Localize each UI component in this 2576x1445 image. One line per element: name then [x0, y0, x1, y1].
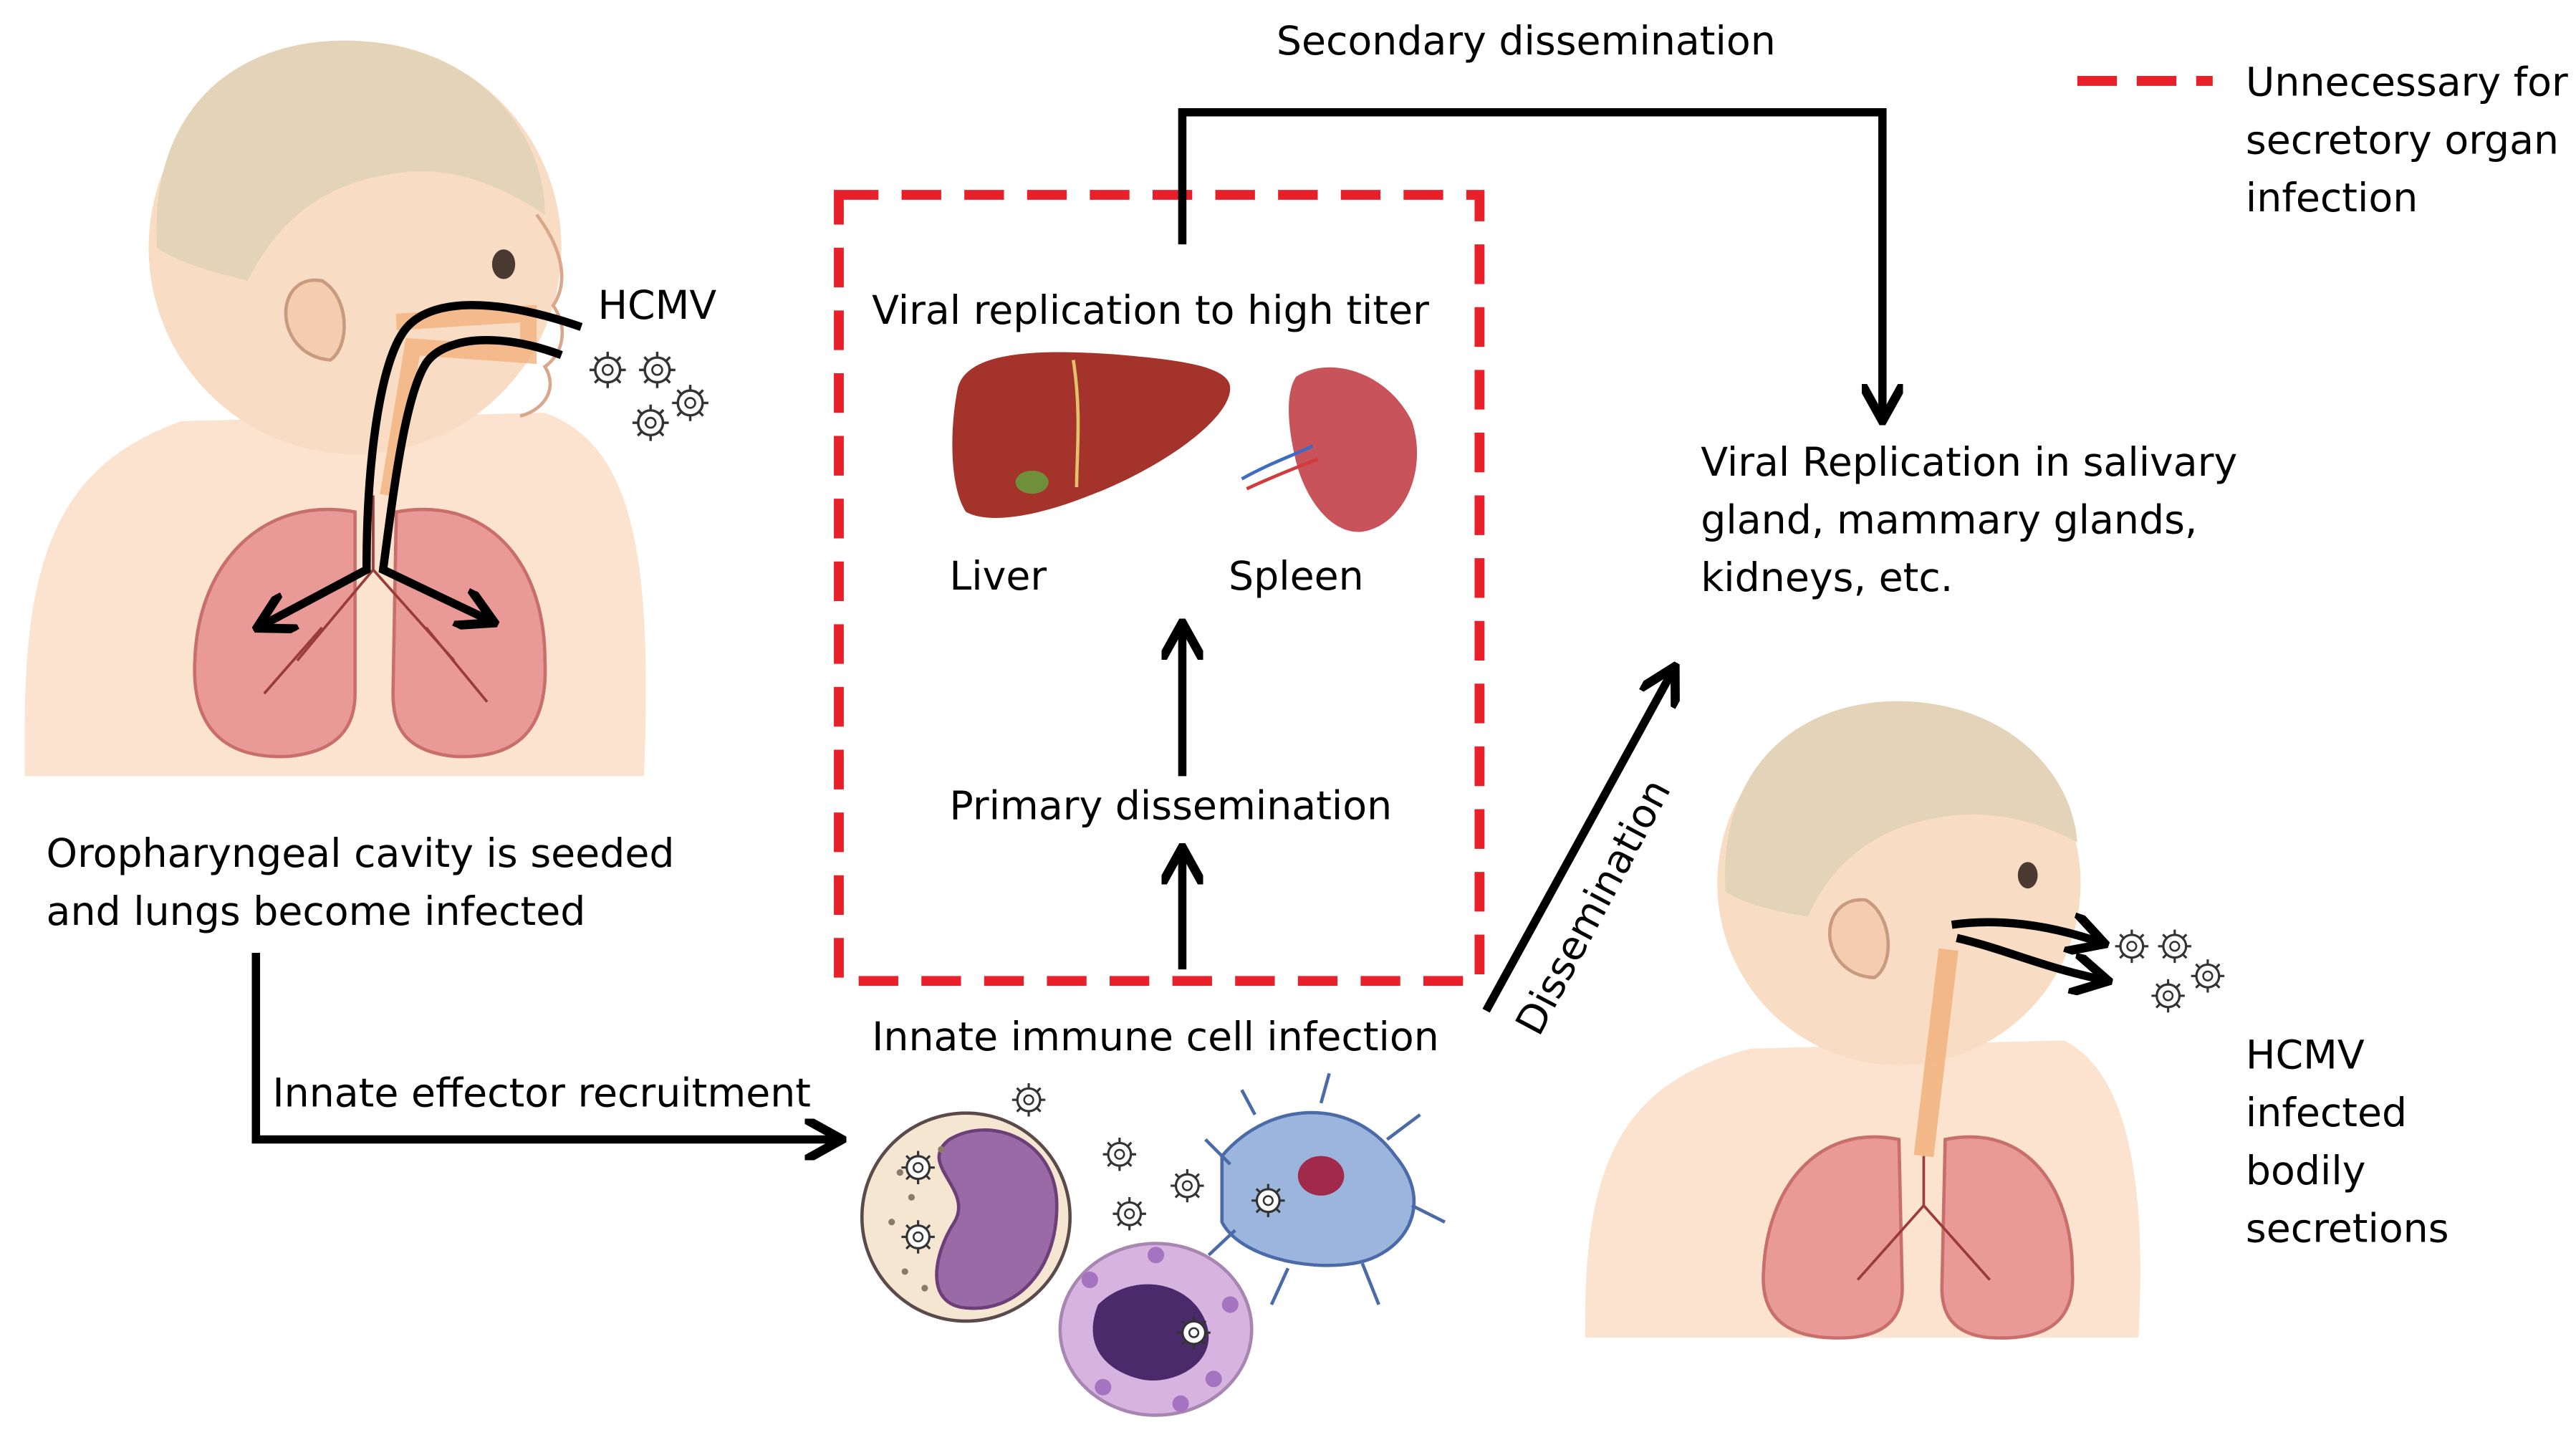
- dendritic-cell: [1204, 1072, 1446, 1305]
- dissemination-arrow: [1482, 673, 1671, 1013]
- spleen-label: Spleen: [1228, 553, 1364, 600]
- liver-label: Liver: [949, 553, 1047, 600]
- secondary-dissemination-label: Secondary dissemination: [1276, 18, 1776, 64]
- infant1-lung-right: [391, 507, 547, 759]
- virion: [2156, 928, 2193, 964]
- secretion-arrow-upper: [1951, 922, 2097, 941]
- hcmv-entry-arrow-lower: [378, 335, 563, 620]
- virion: [2114, 928, 2150, 964]
- secretions-line-4: secretions: [2245, 1205, 2449, 1252]
- legend-line-3: infection: [2245, 175, 2418, 221]
- virion: [1111, 1196, 1148, 1232]
- innate-effector-recruitment-label: Innate effector recruitment: [272, 1070, 812, 1117]
- infant1-airway: [380, 304, 537, 497]
- virion: [1102, 1136, 1138, 1173]
- virion: [588, 350, 628, 390]
- innate-effector-recruitment-arrow: [251, 953, 834, 1139]
- secretory-line-1: Viral Replication in salivary: [1701, 439, 2238, 486]
- infant2-lung-right: [1940, 1135, 2075, 1340]
- infant2-lung-left: [1762, 1135, 1904, 1340]
- infant1-face-profile: [519, 213, 564, 418]
- virion: [2150, 978, 2186, 1014]
- secretory-organ-replication-text: Viral Replication in salivary gland, mam…: [1701, 434, 2237, 608]
- secretion-arrow-lower: [1956, 933, 2101, 979]
- oropharyngeal-text: Oropharyngeal cavity is seeded and lungs…: [47, 826, 675, 941]
- neutrophil-cell: [1058, 1242, 1254, 1417]
- infant2-trachea: [1913, 948, 1959, 1158]
- secondary-dissemination-arrow: [1178, 107, 1882, 413]
- infant-illustration-bottom-right: [1585, 701, 2140, 1340]
- oro-line-1: Oropharyngeal cavity is seeded: [46, 830, 675, 878]
- legend-text: Unnecessary for secretory organ infectio…: [2246, 54, 2568, 228]
- secretory-line-2: gland, mammary glands,: [1701, 496, 2198, 544]
- secretions-line-2: infected: [2245, 1090, 2408, 1136]
- infant2-ear: [1827, 898, 1890, 979]
- virion: [1176, 1315, 1212, 1351]
- oro-line-2: and lungs become infected: [46, 888, 586, 935]
- legend-line-1: Unnecessary for: [2245, 59, 2568, 106]
- legend-line-2: secretory organ: [2245, 117, 2560, 164]
- virion: [631, 403, 671, 443]
- virion: [1169, 1168, 1206, 1204]
- hcmv-label: HCMV: [597, 282, 717, 329]
- virion: [900, 1149, 936, 1186]
- secretions-line-3: bodily: [2245, 1148, 2366, 1194]
- innate-immune-cell-infection-label: Innate immune cell infection: [872, 1014, 1439, 1060]
- virion: [1250, 1182, 1287, 1219]
- macrophage-cell: [860, 1111, 1072, 1323]
- infant-illustration-top-left: [24, 40, 646, 777]
- virion: [1011, 1082, 1047, 1118]
- infant1-ear: [284, 278, 346, 362]
- virion: [2190, 958, 2226, 994]
- infected-secretions-text: HCMV infected bodily secretions: [2246, 1027, 2449, 1259]
- secretions-line-1: HCMV: [2245, 1032, 2365, 1079]
- infant2-hair: [1725, 701, 2077, 917]
- infant2-bronchi: [1856, 1156, 1991, 1281]
- infant1-eye: [491, 249, 516, 279]
- secretory-line-3: kidneys, etc.: [1701, 555, 1953, 602]
- primary-dissemination-label: Primary dissemination: [949, 782, 1393, 830]
- virion: [900, 1219, 936, 1255]
- hcmv-entry-arrow-upper: [264, 301, 583, 624]
- infant2-eye: [2017, 862, 2038, 889]
- immune-cells-illustration: [860, 1072, 1446, 1417]
- virion: [638, 350, 677, 390]
- viral-replication-high-titer-label: Viral replication to high titer: [872, 287, 1429, 334]
- spleen-illustration: [1241, 367, 1418, 532]
- infant1-hair: [156, 40, 545, 281]
- unnecessary-region-dashed-box: [834, 190, 1485, 986]
- virion: [671, 383, 710, 423]
- infant1-bronchi: [263, 495, 489, 703]
- liver-illustration: [952, 352, 1231, 518]
